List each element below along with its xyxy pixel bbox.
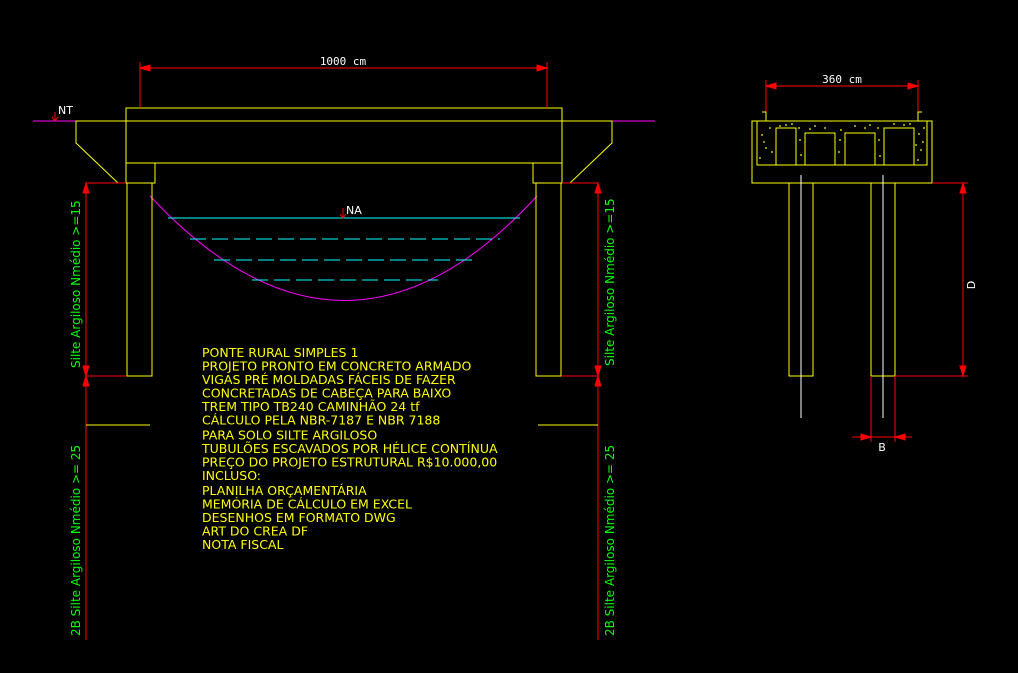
soil-lower-left: 2B Silte Argiloso Nmédio >= 25 <box>69 445 83 636</box>
note-line: DESENHOS EM FORMATO DWG <box>202 510 396 525</box>
water-level-lines <box>168 217 520 281</box>
bridge-cross-section: 360 cm <box>751 73 978 454</box>
note-line: CONCRETADAS DE CABEÇA PARA BAIXO <box>202 386 451 401</box>
note-line: ART DO CREA DF <box>202 524 308 539</box>
bridge-deck <box>125 107 563 164</box>
note-line: PONTE RURAL SIMPLES 1 <box>202 345 358 360</box>
note-line: TREM TIPO TB240 CAMINHÃO 24 tf <box>201 399 420 414</box>
note-line: PARA SOLO SILTE ARGILOSO <box>202 428 377 443</box>
section-width-text: 360 cm <box>822 73 862 86</box>
pier-cap <box>751 120 933 184</box>
note-line: PREÇO DO PROJETO ESTRUTURAL R$10.000,00 <box>202 455 497 470</box>
soil-lower-right: 2B Silte Argiloso Nmédio >= 25 <box>603 445 617 636</box>
note-line: TUBULÕES ESCAVADOS POR HÉLICE CONTÍNUA <box>201 441 498 456</box>
river-bed <box>149 195 538 301</box>
diameter-label: B <box>878 441 886 454</box>
span-dimension-text: 1000 cm <box>320 55 367 68</box>
note-line: CÁLCULO PELA NBR-7187 E NBR 7188 <box>202 413 440 428</box>
ground-level-label: NT <box>58 104 73 117</box>
section-width-dimension <box>764 80 920 112</box>
left-abutment <box>75 120 156 377</box>
right-abutment <box>532 120 613 377</box>
pile-axis-lines <box>800 175 884 418</box>
note-line: PLANILHA ORÇAMENTÁRIA <box>202 483 367 498</box>
depth-dimension <box>895 181 968 378</box>
project-notes: PONTE RURAL SIMPLES 1 PROJETO PRONTO EM … <box>201 345 502 552</box>
span-dimension <box>138 62 549 108</box>
note-line: INCLUSO: <box>202 468 261 483</box>
left-soil-dimensions <box>82 181 150 640</box>
water-level-marker <box>339 208 347 219</box>
bridge-elevation: 1000 cm NT NA <box>33 55 655 640</box>
diameter-dimension <box>852 376 912 442</box>
depth-label: D <box>965 281 978 289</box>
note-line: VIGAS PRÉ MOLDADAS FÁCEIS DE FAZER <box>202 372 456 387</box>
deck-beams <box>756 111 928 166</box>
note-line: PROJETO PRONTO EM CONCRETO ARMADO <box>202 359 471 374</box>
concrete-hatch <box>759 123 925 161</box>
note-line: MEMÓRIA DE CÁLCULO EM EXCEL <box>202 497 412 512</box>
water-level-label: NA <box>346 204 362 217</box>
note-line: NOTA FISCAL <box>202 537 283 552</box>
right-soil-dimensions <box>538 181 602 640</box>
ground-level-marker <box>51 112 59 122</box>
soil-upper-right: Silte Argiloso Nmédio >=15 <box>603 198 617 366</box>
soil-upper-left: Silte Argiloso Nmédio >=15 <box>69 200 83 368</box>
